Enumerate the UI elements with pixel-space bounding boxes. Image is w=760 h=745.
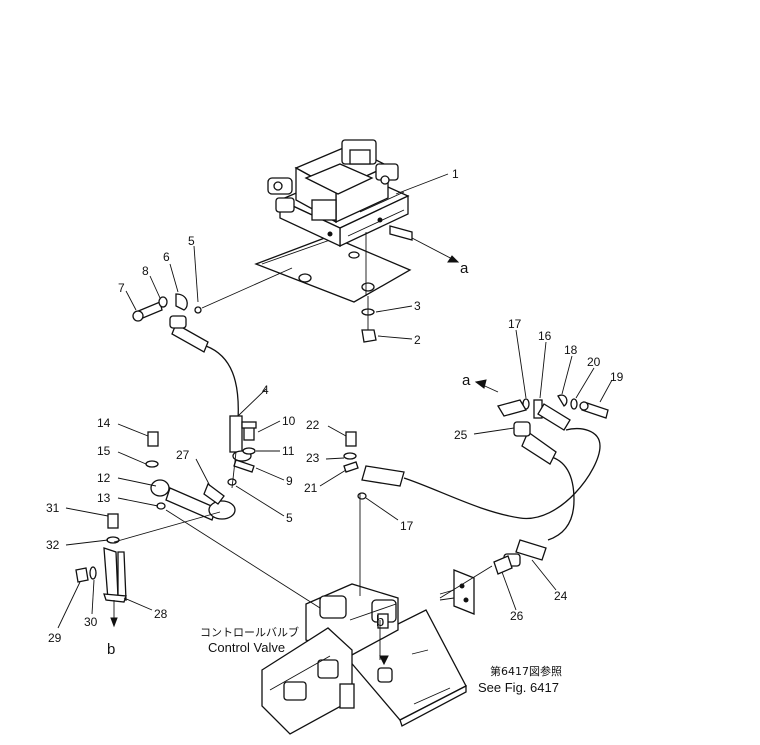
control-valve-caption: Control Valve	[208, 640, 285, 655]
part-label: 11	[282, 444, 295, 458]
part-label: 17	[400, 519, 414, 533]
ref-letter-b: b	[376, 613, 384, 630]
part-label: 14	[97, 416, 111, 430]
hose-24	[361, 427, 601, 567]
arrowheads	[110, 255, 487, 666]
ref-letter-b: b	[107, 641, 115, 658]
part-label: 18	[564, 343, 578, 357]
part-label: 24	[554, 589, 568, 603]
control-valve	[261, 583, 467, 735]
ref-letter-a: a	[460, 260, 469, 277]
part-label: 31	[46, 501, 60, 515]
part-label: 2	[414, 333, 421, 347]
reference-lines	[113, 232, 499, 660]
part-label: 28	[154, 607, 168, 621]
solenoid-valve-assembly	[254, 139, 413, 303]
part-label: 25	[454, 428, 468, 442]
part-label: 13	[97, 491, 111, 505]
part-label: 16	[538, 329, 552, 343]
see-fig-jp-caption: 第6417図参照	[490, 664, 562, 678]
part-numbers: 1 2 3 4 5 6 8 7 10 11 9 5 27 14 15 12 13…	[46, 167, 624, 645]
part-label: 21	[304, 481, 318, 495]
part-label: 10	[282, 414, 296, 428]
mount-block	[439, 569, 475, 615]
part-label: 15	[97, 444, 111, 458]
part-label: 7	[118, 281, 125, 295]
part-label: 9	[286, 474, 293, 488]
part-label: 27	[176, 448, 190, 462]
part-label: 6	[163, 250, 170, 264]
part-label: 1	[452, 167, 459, 181]
part-label: 17	[508, 317, 522, 331]
part-label: 26	[510, 609, 524, 623]
control-valve-jp-caption: コントロールバルブ	[200, 625, 299, 639]
part-label: 5	[188, 234, 195, 248]
tube-12	[150, 479, 236, 521]
part-label: 5	[286, 511, 293, 525]
part-label: 32	[46, 538, 60, 552]
part-label: 19	[610, 370, 624, 384]
part-label: 4	[262, 383, 269, 397]
part-label: 12	[97, 471, 111, 485]
reference-letters: a a b b	[107, 260, 471, 658]
ref-letter-a: a	[462, 372, 471, 389]
part-label: 23	[306, 451, 320, 465]
bracket-28	[103, 547, 127, 603]
part-label: 30	[84, 615, 98, 629]
part-label: 22	[306, 418, 320, 432]
part-label: 29	[48, 631, 62, 645]
hose-4	[169, 315, 252, 462]
part-label: 8	[142, 264, 149, 278]
part-label: 20	[587, 355, 601, 369]
hardware	[75, 293, 609, 629]
leader-lines	[57, 173, 613, 629]
captions: コントロールバルブ Control Valve 第6417図参照 See Fig…	[200, 625, 562, 695]
part-label: 3	[414, 299, 421, 313]
see-fig-caption: See Fig. 6417	[478, 680, 559, 695]
